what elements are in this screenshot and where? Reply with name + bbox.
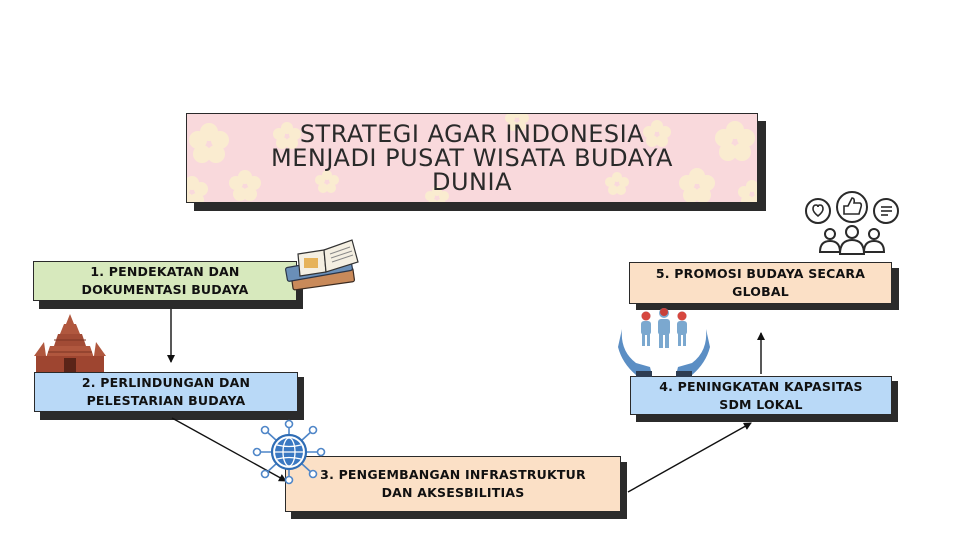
title-line-2: MENJADI PUSAT WISATA BUDAYA: [271, 144, 673, 172]
step-5-box: 5. PROMOSI BUDAYA SECARA GLOBAL: [629, 262, 892, 304]
title-line-1: STRATEGI AGAR INDONESIA: [299, 120, 645, 148]
step-1-label-line-1: 1. PENDEKATAN DAN: [90, 264, 240, 279]
step-1-label-line-2: DOKUMENTASI BUDAYA: [81, 282, 249, 297]
globe-network-icon: [252, 419, 326, 485]
title-line-3: DUNIA: [432, 168, 512, 196]
step-4-label-line-2: SDM LOKAL: [719, 396, 803, 412]
open-book-icon: [285, 239, 359, 291]
temple-icon: [34, 314, 106, 372]
step-3-box: 3. PENGEMBANGAN INFRASTRUKTUR DAN AKSESB…: [285, 456, 621, 512]
step-2-box: 2. PERLINDUNGAN DAN PELESTARIAN BUDAYA: [34, 372, 298, 412]
arrow-3-to-4: [627, 422, 752, 493]
step-1-box: 1. PENDEKATAN DAN DOKUMENTASI BUDAYA: [33, 261, 297, 301]
page-title: STRATEGI AGAR INDONESIA MENJADI PUSAT WI…: [187, 114, 757, 202]
step-4-label-line-1: 4. PENINGKATAN KAPASITAS: [659, 378, 863, 394]
step-2-label-line-2: PELESTARIAN BUDAYA: [86, 393, 246, 408]
step-3-label-line-2: DAN AKSESBILITIAS: [381, 485, 525, 500]
people-hands-icon: [618, 308, 710, 377]
title-box: STRATEGI AGAR INDONESIA MENJADI PUSAT WI…: [186, 113, 758, 203]
step-5-label-line-1: 5. PROMOSI BUDAYA SECARA: [655, 266, 866, 281]
step-3-label-line-1: 3. PENGEMBANGAN INFRASTRUKTUR: [320, 467, 586, 482]
step-2-label-line-1: 2. PERLINDUNGAN DAN: [81, 375, 251, 390]
step-5-label-line-2: GLOBAL: [732, 284, 789, 299]
flower-pattern: [187, 114, 757, 202]
social-feedback-icon: [805, 191, 899, 255]
step-4-box: 4. PENINGKATAN KAPASITAS SDM LOKAL: [630, 376, 892, 415]
